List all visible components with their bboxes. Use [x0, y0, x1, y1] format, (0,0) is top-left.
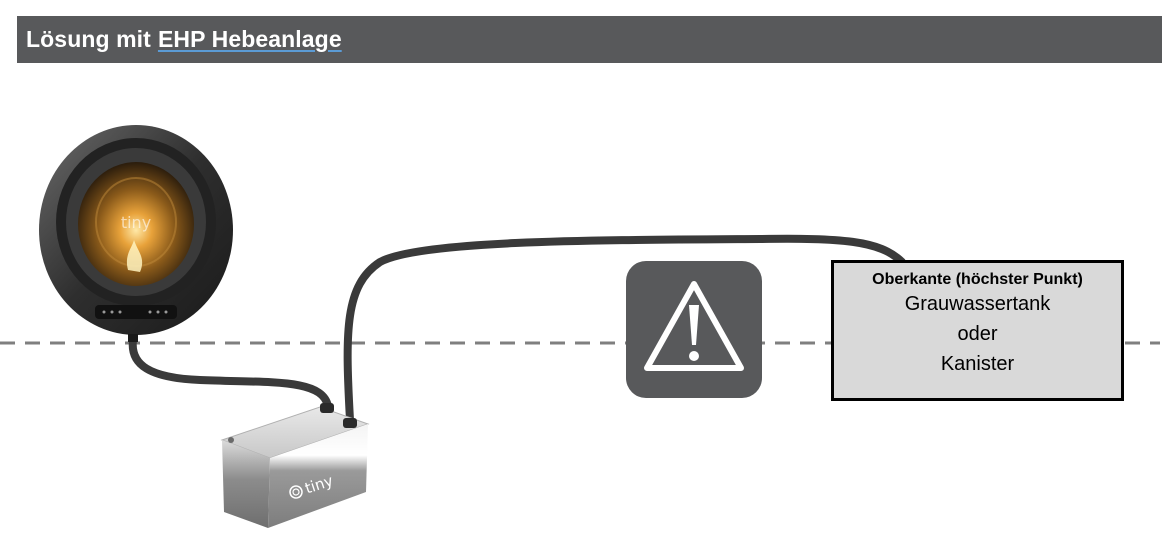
tank-box-title: Oberkante (höchster Punkt)	[872, 271, 1083, 288]
slide-header: Lösung mit EHP Hebeanlage	[17, 16, 1162, 63]
washing-machine-icon: tiny	[39, 125, 233, 342]
warning-triangle-icon	[626, 261, 762, 398]
hose-washer-to-pump	[128, 336, 332, 410]
header-title: Lösung mit	[26, 26, 151, 52]
tank-target-box: Oberkante (höchster Punkt) Grauwassertan…	[831, 260, 1124, 401]
pump-unit-icon: tiny	[220, 403, 370, 528]
tank-box-line-kanister: Kanister	[940, 353, 1015, 375]
washer-brand-label: tiny	[121, 213, 151, 232]
tank-box-line-oder: oder	[957, 323, 998, 345]
header-link-ehp-hebeanlage[interactable]: EHP Hebeanlage	[157, 26, 342, 52]
tank-box-line-grauwassertank: Grauwassertank	[904, 293, 1051, 315]
hose-pump-to-tank	[343, 234, 906, 424]
